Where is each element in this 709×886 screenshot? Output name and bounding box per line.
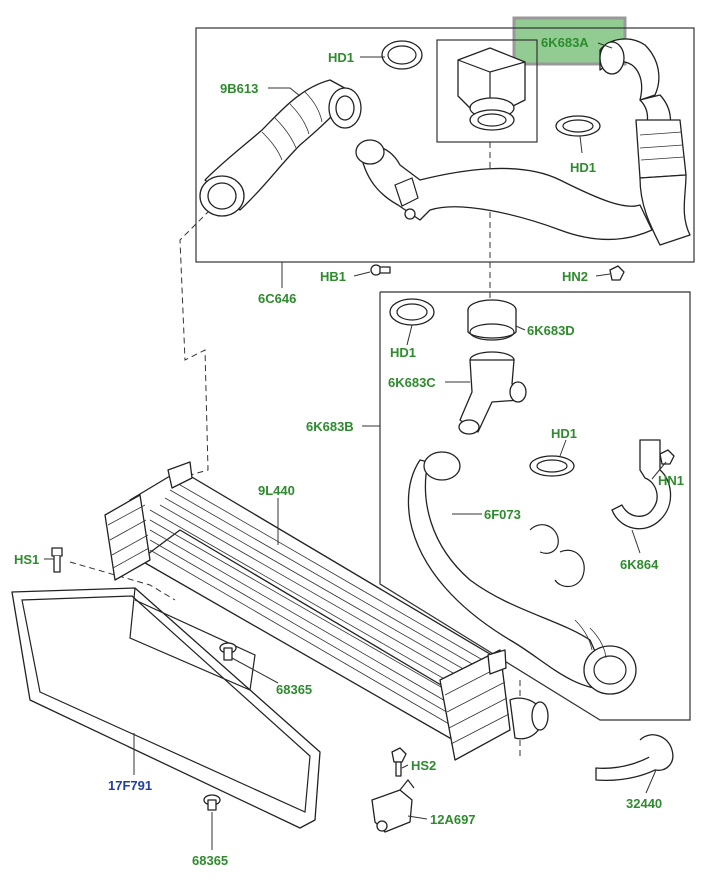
- label-hd1-mid: HD1: [390, 345, 416, 360]
- nut-hn1: [659, 449, 675, 465]
- bolt-hb1: [370, 264, 391, 276]
- label-6c646: 6C646: [258, 291, 296, 306]
- hose-32440: [595, 734, 674, 782]
- bracket-12a697: [371, 779, 415, 833]
- clamp-hd1-mid: [389, 298, 435, 326]
- bracket-6k864: [611, 439, 672, 530]
- adapter-6k683d: [467, 299, 517, 341]
- nut-hn2: [609, 265, 625, 281]
- label-hn2: HN2: [562, 269, 588, 284]
- label-hb1: HB1: [320, 269, 346, 284]
- intercooler-9l440: [104, 461, 511, 761]
- upper-assembly-box: [195, 27, 695, 263]
- label-hd1-lower: HD1: [551, 426, 577, 441]
- label-6k683d: 6K683D: [527, 323, 575, 338]
- intake-hose-9b613: [199, 79, 362, 217]
- deflector-17f791: [11, 587, 321, 829]
- label-68365-a: 68365: [276, 682, 312, 697]
- throttle-body: [457, 47, 526, 131]
- spring-clips: [529, 524, 585, 588]
- label-32440: 32440: [626, 796, 662, 811]
- bolt-hs2: [391, 747, 407, 777]
- clamp-hd1-lower: [529, 455, 575, 477]
- label-hd1-right: HD1: [570, 160, 596, 175]
- label-hn1: HN1: [658, 473, 684, 488]
- label-6k683c: 6K683C: [388, 375, 436, 390]
- crossover-pipe-6c646: [355, 139, 653, 241]
- label-6f073: 6F073: [484, 507, 521, 522]
- charge-hose-6f073: [407, 451, 637, 695]
- dash-hose-to-cooler: [179, 209, 211, 479]
- leader-lines: [44, 42, 667, 850]
- label-9b613: 9B613: [220, 81, 258, 96]
- label-6k683a: 6K683A: [541, 35, 589, 50]
- label-hd1-top: HD1: [328, 50, 354, 65]
- pressure-sensor: [509, 697, 549, 740]
- tee-6k683c: [458, 351, 527, 435]
- fastener-68365-b: [203, 794, 221, 811]
- label-12a697: 12A697: [430, 812, 476, 827]
- selected-part-highlight: [512, 16, 627, 66]
- screw-hs1: [51, 547, 63, 573]
- outlet-pipe-6k683a: [599, 38, 691, 246]
- label-9l440: 9L440: [258, 483, 295, 498]
- label-68365-b: 68365: [192, 853, 228, 868]
- clamp-hd1-right: [555, 115, 601, 137]
- clamp-hd1-top: [381, 40, 423, 70]
- throttle-inset-box: [436, 39, 538, 143]
- label-6k864: 6K864: [620, 557, 659, 572]
- label-hs1: HS1: [14, 552, 39, 567]
- fastener-68365-a: [219, 642, 237, 661]
- label-17f791: 17F791: [108, 778, 152, 793]
- label-6k683b: 6K683B: [306, 419, 354, 434]
- label-hs2: HS2: [411, 758, 436, 773]
- mid-assembly-box: [379, 291, 691, 721]
- dash-hs1: [69, 561, 176, 601]
